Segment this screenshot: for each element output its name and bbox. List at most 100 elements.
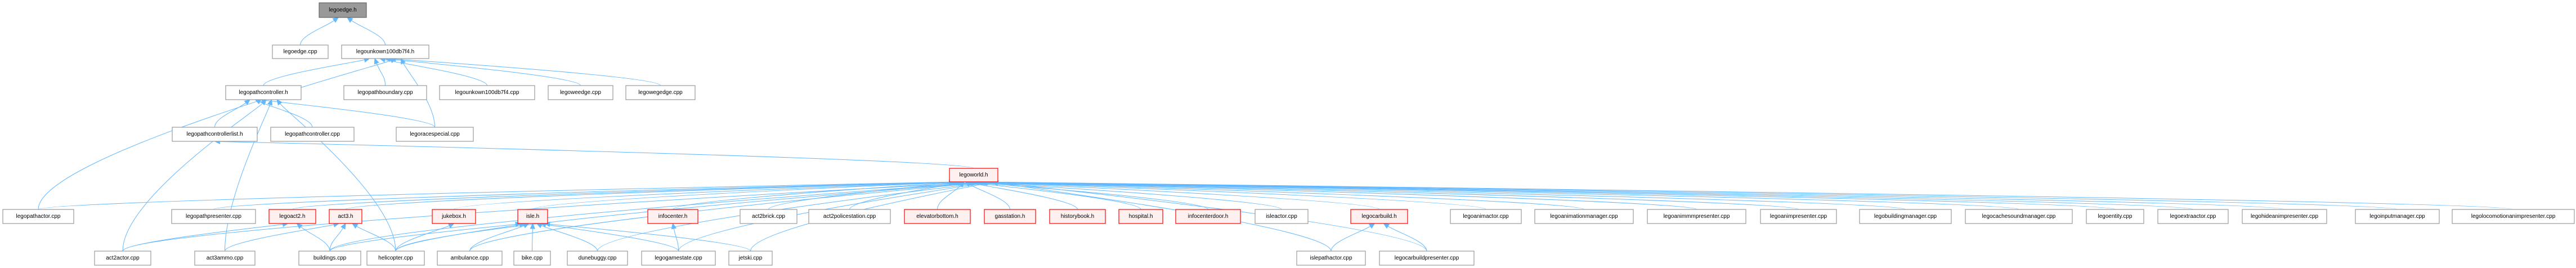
node-label: gasstation.h — [995, 213, 1025, 220]
node-label: legopathcontroller.h — [239, 90, 288, 96]
node-dunebuggy-cpp[interactable]: dunebuggy.cpp — [567, 251, 628, 266]
edge-legoracespecial-cpp-to-legopathcontroller-h — [259, 97, 435, 128]
edge-buildings-cpp-to-isle-h — [329, 221, 522, 252]
node-legopathactor-cpp[interactable]: legopathactor.cpp — [2, 209, 74, 224]
node-act2actor-cpp[interactable]: act2actor.cpp — [94, 251, 151, 266]
node-ambulance-cpp[interactable]: ambulance.cpp — [437, 251, 503, 266]
node-label: legocarbuild.h — [1361, 213, 1396, 220]
node-legoanimactor-cpp[interactable]: legoanimactor.cpp — [1450, 209, 1522, 224]
node-helicopter-cpp[interactable]: helicopter.cpp — [366, 251, 425, 266]
node-box — [2086, 209, 2144, 224]
node-legopathcontrollerlist-h[interactable]: legopathcontrollerlist.h — [172, 127, 258, 142]
edge-line — [345, 181, 953, 210]
node-label: hospital.h — [1129, 213, 1153, 220]
edge-act3ammo-cpp-to-legopathcontroller-h — [225, 99, 273, 252]
node-legopathboundary-cpp[interactable]: legopathboundary.cpp — [343, 85, 427, 100]
node-label: legocachesoundmanager.cpp — [1982, 213, 2056, 220]
edge-line — [266, 100, 435, 128]
node-legoentity-cpp[interactable]: legoentity.cpp — [2086, 209, 2144, 224]
node-box — [2, 209, 74, 224]
node-box — [1450, 209, 1522, 224]
node-gasstation-h[interactable]: gasstation.h — [984, 209, 1036, 224]
arrowhead-icon — [332, 17, 339, 23]
edge-line — [395, 224, 520, 252]
node-label: act2actor.cpp — [106, 255, 140, 261]
node-act3-h[interactable]: act3.h — [329, 209, 362, 224]
node-bike-cpp[interactable]: bike.cpp — [513, 251, 551, 266]
node-label: legogamestate.cpp — [655, 255, 702, 261]
edge-line — [597, 182, 984, 252]
node-legoextraactor-cpp[interactable]: legoextraactor.cpp — [2157, 209, 2229, 224]
node-label: legopathcontrollerlist.h — [186, 131, 243, 137]
node-box — [1296, 251, 1366, 266]
node-box — [513, 251, 551, 266]
node-isleactor-cpp[interactable]: isleactor.cpp — [1255, 209, 1309, 224]
node-box — [341, 44, 429, 59]
edge-line — [122, 224, 283, 252]
node-label: legocarbuildpresenter.cpp — [1395, 255, 1459, 261]
node-act2brick-cpp[interactable]: act2brick.cpp — [740, 209, 798, 224]
node-box — [1534, 209, 1634, 224]
node-box — [1118, 209, 1163, 224]
edge-line — [263, 59, 365, 86]
node-legoinputmanager-cpp[interactable]: legoinputmanager.cpp — [2355, 209, 2440, 224]
node-elevatorbottom-h[interactable]: elevatorbottom.h — [904, 209, 971, 224]
node-legoanimmmpresenter-cpp[interactable]: legoanimmmpresenter.cpp — [1647, 209, 1746, 224]
edge-line — [122, 103, 263, 252]
node-legopathcontroller-cpp[interactable]: legopathcontroller.cpp — [270, 127, 355, 142]
node-legocachesoundmanager-cpp[interactable]: legocachesoundmanager.cpp — [1965, 209, 2073, 224]
edge-legowegedge-cpp-to-legounkown100db7f4-h — [389, 56, 661, 86]
edges-layer — [38, 17, 2514, 252]
node-label: dunebuggy.cpp — [579, 255, 617, 261]
node-label: legohideanimpresenter.cpp — [2251, 213, 2319, 220]
node-legowegedge-cpp[interactable]: legowegedge.cpp — [625, 85, 696, 100]
edge-line — [280, 103, 396, 252]
node-legogamestate-cpp[interactable]: legogamestate.cpp — [641, 251, 716, 266]
node-islepathactor-cpp[interactable]: islepathactor.cpp — [1296, 251, 1366, 266]
node-buildings-cpp[interactable]: buildings.cpp — [298, 251, 361, 266]
edge-line — [998, 182, 1427, 252]
node-box — [2355, 209, 2440, 224]
node-legoracespecial-cpp[interactable]: legoracespecial.cpp — [396, 127, 474, 142]
node-act2policestation-cpp[interactable]: act2policestation.cpp — [808, 209, 891, 224]
node-legoweedge-cpp[interactable]: legoweedge.cpp — [548, 85, 613, 100]
node-legopathpresenter-cpp[interactable]: legopathpresenter.cpp — [171, 209, 256, 224]
edge-act3ammo-cpp-to-act3-h — [225, 222, 340, 252]
node-legoworld-h[interactable]: legoworld.h — [949, 168, 998, 182]
node-label: helicopter.cpp — [378, 255, 413, 261]
node-legounkown100db7f4-h[interactable]: legounkown100db7f4.h — [341, 44, 429, 59]
arrowhead-icon — [530, 222, 536, 229]
node-legopathcontroller-h[interactable]: legopathcontroller.h — [225, 85, 302, 100]
arrowhead-icon — [1368, 223, 1376, 229]
node-historybook-h[interactable]: historybook.h — [1049, 209, 1106, 224]
node-legoanimationmanager-cpp[interactable]: legoanimationmanager.cpp — [1534, 209, 1634, 224]
node-jukebox-h[interactable]: jukebox.h — [432, 209, 476, 224]
node-jetski-cpp[interactable]: jetski.cpp — [728, 251, 773, 266]
arrowhead-icon — [351, 223, 359, 229]
edge-line — [122, 182, 979, 252]
node-label: legoworld.h — [959, 172, 988, 178]
node-box — [647, 209, 698, 224]
node-legoanimpresenter-cpp[interactable]: legoanimpresenter.cpp — [1760, 209, 1837, 224]
node-legobuildingmanager-cpp[interactable]: legobuildingmanager.cpp — [1859, 209, 1952, 224]
node-isle-h[interactable]: isle.h — [517, 209, 548, 224]
node-box — [343, 85, 427, 100]
node-label: buildings.cpp — [313, 255, 347, 261]
edge-line — [329, 224, 516, 252]
node-legocarbuildpresenter-cpp[interactable]: legocarbuildpresenter.cpp — [1379, 251, 1475, 266]
node-legocarbuild-h[interactable]: legocarbuild.h — [1350, 209, 1408, 224]
node-box — [437, 251, 503, 266]
node-legounkown100db7f4-cpp[interactable]: legounkown100db7f4.cpp — [439, 85, 535, 100]
node-infocenterdoor-h[interactable]: infocenterdoor.h — [1175, 209, 1241, 224]
edge-helicopter-cpp-to-act3-h — [351, 223, 396, 252]
node-legolocomotionanimpresenter-cpp[interactable]: legolocomotionanimpresenter.cpp — [2452, 209, 2575, 224]
node-legoedge-cpp[interactable]: legoedge.cpp — [272, 44, 329, 59]
node-hospital-h[interactable]: hospital.h — [1118, 209, 1163, 224]
node-legoact2-h[interactable]: legoact2.h — [268, 209, 316, 224]
edge-legopathboundary-cpp-to-legounkown100db7f4-h — [374, 57, 386, 86]
node-act3ammo-cpp[interactable]: act3ammo.cpp — [194, 251, 256, 266]
node-infocenter-h[interactable]: infocenter.h — [647, 209, 698, 224]
edge-legopathcontrollerlist-h-to-legopathcontroller-h — [214, 99, 250, 128]
node-legohideanimpresenter-cpp[interactable]: legohideanimpresenter.cpp — [2242, 209, 2327, 224]
